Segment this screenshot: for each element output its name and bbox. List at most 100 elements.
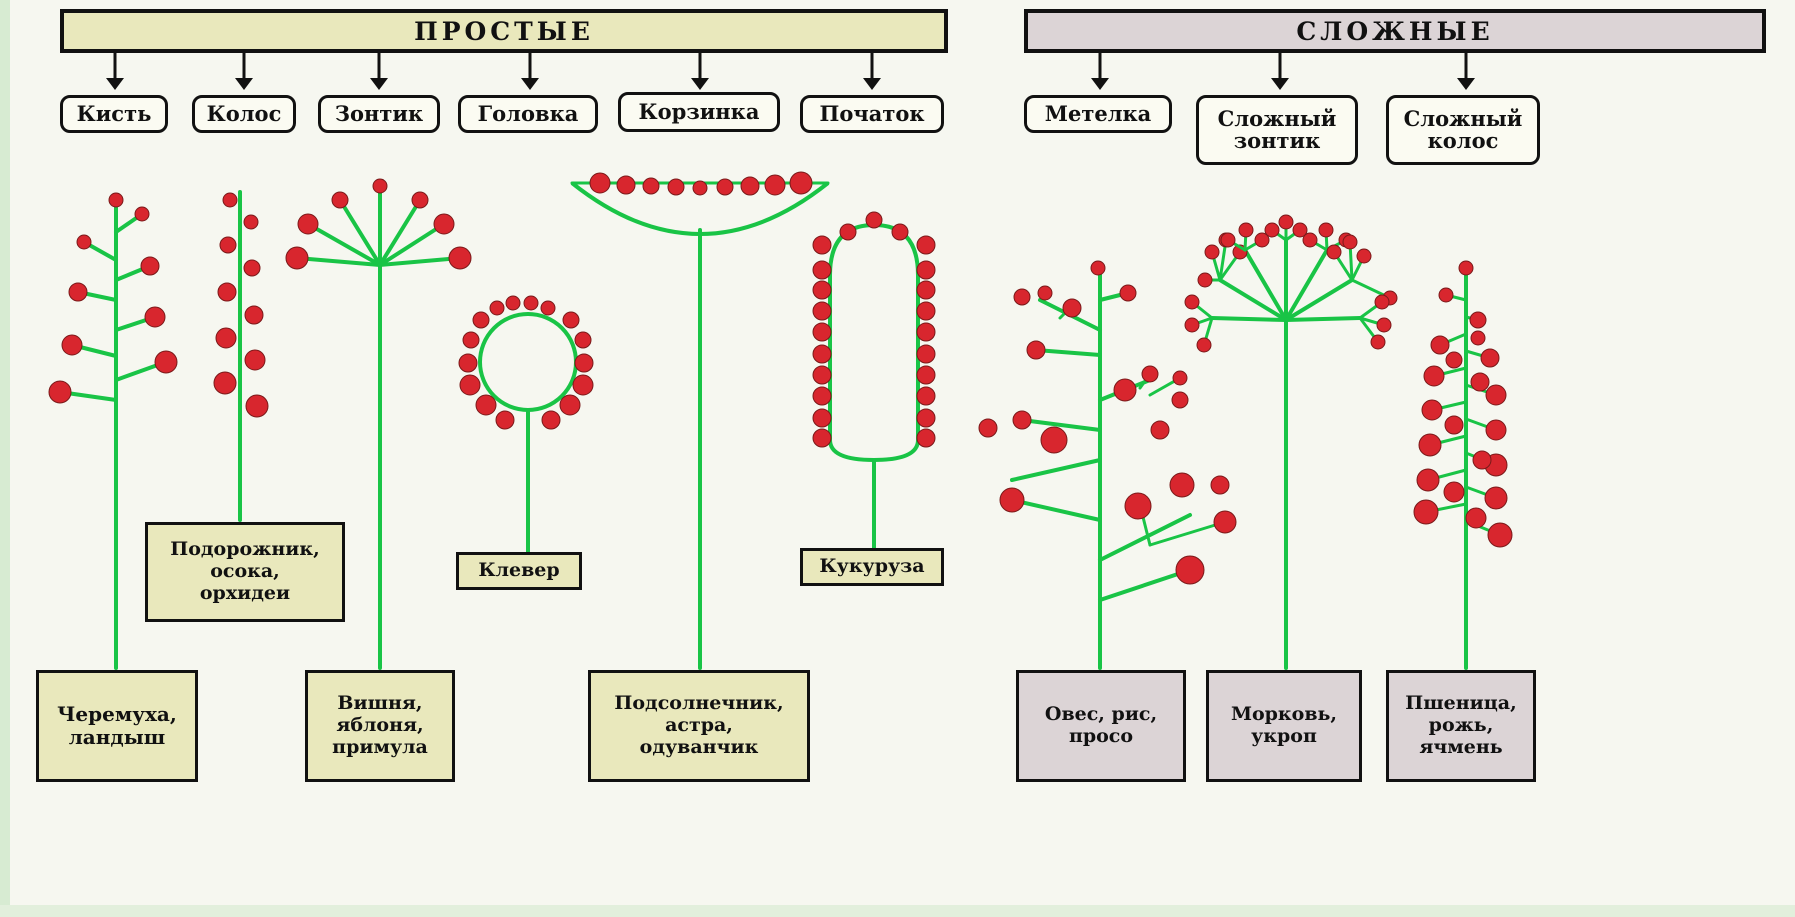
head-flower bbox=[575, 354, 593, 372]
spadix-flower bbox=[813, 429, 831, 447]
head-flower bbox=[496, 411, 514, 429]
raceme-flower bbox=[135, 207, 149, 221]
spadix-axis-outline bbox=[830, 225, 918, 460]
raceme-flower bbox=[62, 335, 82, 355]
compound-spike-flower bbox=[1488, 523, 1512, 547]
panicle-flower bbox=[1151, 421, 1169, 439]
panicle-flower bbox=[1176, 556, 1204, 584]
compound-umbel-flower bbox=[1375, 295, 1389, 309]
spadix-flower bbox=[917, 409, 935, 427]
type-label-umbel: Зонтик bbox=[318, 95, 440, 133]
compound-umbel-flower bbox=[1303, 233, 1317, 247]
panicle-flower bbox=[1172, 392, 1188, 408]
spadix-flower bbox=[917, 429, 935, 447]
spadix-flower bbox=[917, 281, 935, 299]
type-label-raceme: Кисть bbox=[60, 95, 168, 133]
compound-spike-flower bbox=[1481, 349, 1499, 367]
spadix-flower bbox=[813, 323, 831, 341]
panicle-flower bbox=[1173, 371, 1187, 385]
spadix-flower bbox=[813, 366, 831, 384]
panicle-branch bbox=[1012, 460, 1100, 480]
spadix-flower bbox=[813, 387, 831, 405]
compound-umbel-flower bbox=[1239, 223, 1253, 237]
connector-arrowhead bbox=[1457, 78, 1475, 90]
panicle-flower bbox=[1000, 488, 1024, 512]
spadix-flower bbox=[813, 261, 831, 279]
capitulum-flower bbox=[643, 178, 659, 194]
example-compound-umbel: Морковь, укроп bbox=[1206, 670, 1362, 782]
connector-arrowhead bbox=[863, 78, 881, 90]
compound-spike-flower bbox=[1419, 434, 1441, 456]
spadix-flower bbox=[866, 212, 882, 228]
compound-umbel-flower bbox=[1198, 273, 1212, 287]
panicle-flower bbox=[1013, 411, 1031, 429]
example-capitulum: Подсолнечник, астра, одуванчик bbox=[588, 670, 810, 782]
type-label-panicle: Метелка bbox=[1024, 95, 1172, 133]
umbel-ray bbox=[380, 200, 420, 265]
spike-flower bbox=[245, 350, 265, 370]
raceme-flower bbox=[145, 307, 165, 327]
type-label-compound-spike: Сложный колос bbox=[1386, 95, 1540, 165]
compound-spike-flower bbox=[1424, 366, 1444, 386]
example-spike: Подорожник, осока, орхидеи bbox=[145, 522, 345, 622]
compound-spike-flower bbox=[1471, 331, 1485, 345]
capitulum-flower bbox=[765, 175, 785, 195]
spike-flower bbox=[246, 395, 268, 417]
head-flower bbox=[490, 301, 504, 315]
compound-umbel-flower bbox=[1327, 245, 1341, 259]
complex-header: СЛОЖНЫЕ bbox=[1024, 9, 1766, 53]
type-label-capitulum: Корзинка bbox=[618, 92, 780, 132]
spadix-flower bbox=[892, 224, 908, 240]
umbel-flower bbox=[332, 192, 348, 208]
raceme-flower bbox=[155, 351, 177, 373]
compound-umbel-flower bbox=[1279, 215, 1293, 229]
panicle-flower bbox=[1142, 366, 1158, 382]
capitulum-flower bbox=[668, 179, 684, 195]
head-receptacle bbox=[480, 314, 576, 410]
compound-spike-flower bbox=[1417, 469, 1439, 491]
umbel-flower bbox=[434, 214, 454, 234]
panicle-flower bbox=[1091, 261, 1105, 275]
spadix-flower bbox=[840, 224, 856, 240]
panicle-flower bbox=[1170, 473, 1194, 497]
head-flower bbox=[573, 375, 593, 395]
raceme-flower bbox=[69, 283, 87, 301]
capitulum-flower bbox=[717, 179, 733, 195]
head-flower bbox=[524, 296, 538, 310]
example-head: Клевер bbox=[456, 552, 582, 590]
compound-umbel-flower bbox=[1371, 335, 1385, 349]
head-flower bbox=[541, 301, 555, 315]
umbel-flower bbox=[412, 192, 428, 208]
spike-flower bbox=[244, 215, 258, 229]
compound-umbel-flower bbox=[1205, 245, 1219, 259]
spadix-flower bbox=[917, 261, 935, 279]
compound-spike-flower bbox=[1431, 336, 1449, 354]
compound-umbel-flower bbox=[1357, 249, 1371, 263]
type-label-spadix: Початок bbox=[800, 95, 944, 133]
spadix-flower bbox=[917, 236, 935, 254]
head-flower bbox=[542, 411, 560, 429]
umbel-flower bbox=[373, 179, 387, 193]
head-flower bbox=[575, 332, 591, 348]
capitulum-flower bbox=[741, 177, 759, 195]
spadix-flower bbox=[813, 345, 831, 363]
panicle-flower bbox=[1038, 286, 1052, 300]
capitulum-flower bbox=[693, 181, 707, 195]
simple-header: ПРОСТЫЕ bbox=[60, 9, 948, 53]
capitulum-flower bbox=[790, 172, 812, 194]
head-flower bbox=[459, 354, 477, 372]
capitulum-flower bbox=[617, 176, 635, 194]
example-umbel: Вишня, яблоня, примула bbox=[305, 670, 455, 782]
panicle-branch bbox=[1036, 350, 1100, 355]
spadix-flower bbox=[917, 345, 935, 363]
panicle-branch bbox=[1012, 500, 1100, 520]
panicle-flower bbox=[1063, 299, 1081, 317]
spadix-flower bbox=[813, 236, 831, 254]
spadix-flower bbox=[917, 366, 935, 384]
head-flower bbox=[463, 332, 479, 348]
compound-umbel-ray bbox=[1212, 318, 1286, 320]
compound-umbel-flower bbox=[1185, 318, 1199, 332]
panicle-flower bbox=[1214, 511, 1236, 533]
panicle-flower bbox=[1041, 427, 1067, 453]
